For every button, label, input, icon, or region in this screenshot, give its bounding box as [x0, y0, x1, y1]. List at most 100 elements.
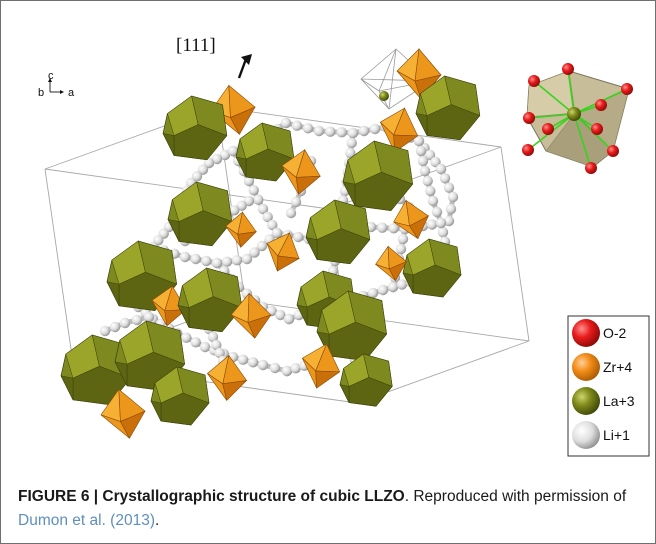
li-atom	[427, 195, 439, 207]
li-atom	[253, 194, 264, 205]
caption-label: FIGURE 6 | Crystallographic structure of…	[18, 488, 405, 505]
li-atom	[99, 325, 111, 337]
li-atom	[431, 206, 443, 218]
li-atom	[397, 233, 409, 245]
miller-index-label: [111]	[176, 35, 216, 56]
la-polyhedron	[150, 366, 210, 426]
inset-bond	[528, 113, 575, 119]
li-atom	[347, 127, 359, 139]
polyhedra-layer	[60, 48, 481, 439]
crystal-structure-figure: [111] c b a O-2Zr+4La+3Li+1	[38, 35, 650, 457]
la-polyhedron	[60, 334, 132, 405]
li-atom	[131, 314, 143, 326]
li-atom	[291, 120, 303, 131]
zr-octahedron	[396, 48, 442, 100]
li-atom	[248, 185, 259, 196]
axis-indicator: c b a	[38, 70, 75, 99]
zr-octahedron	[379, 107, 419, 153]
li-atom	[417, 155, 429, 167]
li-atom	[388, 223, 399, 234]
li-atom	[302, 123, 314, 134]
li-atom	[283, 313, 295, 325]
li-atom	[201, 255, 212, 267]
li-atom	[181, 332, 192, 343]
li-atom	[396, 279, 408, 290]
li-atom	[424, 149, 436, 161]
la-polyhedron	[106, 240, 178, 311]
inset-la-atom	[567, 107, 581, 121]
li-atom	[256, 240, 268, 252]
li-atom	[143, 311, 155, 323]
li-atom	[285, 207, 297, 219]
li-atom	[336, 127, 347, 138]
zr-octahedron	[393, 199, 430, 240]
inset-o-atom	[595, 99, 607, 111]
li-atom	[221, 256, 233, 267]
legend-swatch-li-1	[572, 421, 600, 449]
inset-bond	[533, 80, 575, 115]
li-atom	[236, 200, 247, 211]
zr-octahedron	[100, 388, 146, 439]
zr-octahedron	[266, 232, 300, 272]
li-atom	[426, 219, 438, 230]
zr-octahedron	[206, 354, 248, 402]
li-atom	[199, 341, 211, 353]
li-atom	[313, 125, 325, 137]
li-atom	[293, 231, 304, 243]
la-polyhedron	[402, 238, 462, 298]
li-atom	[243, 175, 255, 187]
li-atom	[439, 173, 451, 184]
citation-link[interactable]: Dumon et al. (2013)	[18, 512, 155, 529]
legend-label: O-2	[603, 325, 627, 341]
inset-bond	[567, 68, 575, 115]
zr-octahedron	[151, 285, 187, 327]
li-atom	[275, 309, 286, 321]
la-polyhedron	[114, 320, 186, 391]
li-atom	[241, 253, 253, 265]
zr-octahedron	[225, 211, 258, 248]
li-atom	[419, 165, 431, 177]
li-atom	[191, 171, 203, 182]
li-atom	[262, 211, 273, 223]
caption-text-2: .	[155, 512, 160, 529]
li-atom	[257, 359, 269, 371]
li-atom	[367, 287, 379, 299]
li-atom	[211, 257, 223, 269]
legend-swatch-la-3	[572, 387, 600, 415]
li-atom	[358, 125, 370, 137]
inset-o-atom	[562, 63, 574, 75]
li-atom	[377, 284, 389, 296]
li-atom	[281, 365, 293, 377]
la-polyhedron	[235, 122, 295, 182]
li-atom	[425, 185, 436, 197]
li-atom	[227, 145, 239, 157]
li-atom	[203, 157, 215, 169]
li-atom	[179, 251, 191, 263]
inset-o-atom	[523, 112, 535, 124]
li-atom	[269, 362, 281, 374]
li-atom	[290, 363, 301, 374]
li-atom	[119, 317, 131, 329]
axis-a-label: a	[68, 87, 75, 99]
li-atom	[249, 247, 260, 258]
li-atom	[369, 123, 381, 135]
li-atom	[290, 196, 302, 208]
axis-c-label: c	[48, 70, 54, 82]
li-atom	[190, 337, 201, 348]
li-atom	[211, 153, 223, 165]
zr-octahedron	[375, 245, 408, 282]
li-atom	[395, 243, 407, 255]
inset-o-atom	[522, 144, 534, 156]
la-polyhedron	[167, 181, 233, 247]
li-atom	[447, 191, 459, 203]
li-atom	[237, 354, 249, 365]
la-atom-small	[379, 91, 389, 101]
li-atom	[207, 331, 219, 343]
legend-label: La+3	[603, 393, 635, 409]
la-polyhedron	[316, 290, 388, 361]
figure-caption: FIGURE 6 | Crystallographic structure of…	[18, 485, 643, 533]
li-atom	[271, 227, 283, 239]
inset-o-atom	[542, 123, 554, 135]
inset-o-atom	[585, 162, 597, 174]
